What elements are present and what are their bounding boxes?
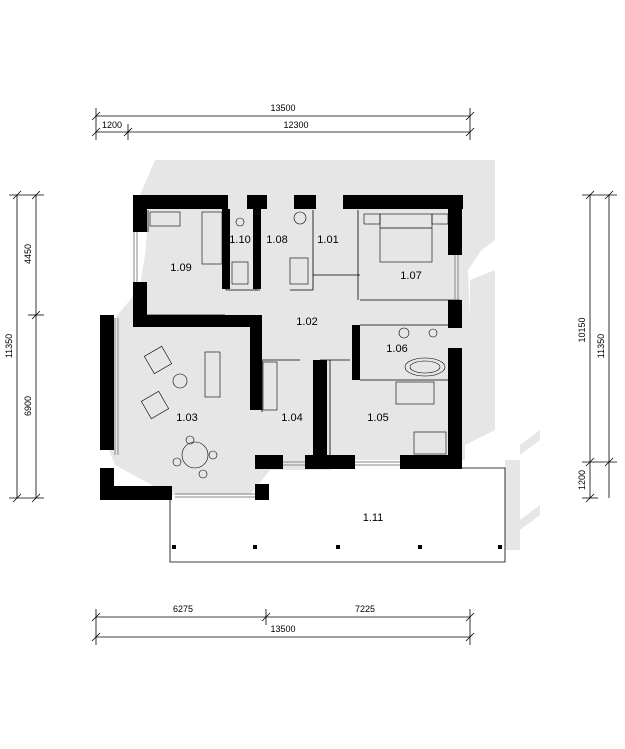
exterior-walls [100,195,463,500]
dim-left-total: 11350 [4,334,14,358]
dim-top-total: 13500 [270,103,295,113]
top-dimensions: 13500 1200 12300 [91,103,475,140]
furniture [140,211,449,479]
room-label-1-02: 1.02 [296,316,317,328]
room-label-1-11: 1.11 [363,512,384,524]
room-label-1-10: 1.10 [229,234,250,246]
bottom-dimensions: 6275 7225 13500 [91,604,475,645]
shadow-projection [105,160,540,550]
room-label-1-09: 1.09 [170,262,191,274]
dim-left-lower: 6900 [23,396,33,416]
room-label-1-06: 1.06 [386,343,407,355]
dim-bottom-left: 6275 [173,604,193,614]
dim-right-lower: 1200 [577,470,587,490]
dim-right-total: 11350 [596,334,606,358]
room-label-1-03: 1.03 [176,412,197,424]
room-label-1-01: 1.01 [317,234,338,246]
dim-bottom-right: 7225 [355,604,375,614]
dim-top-left: 1200 [102,120,122,130]
dim-right-upper: 10150 [577,317,587,342]
room-label-1-04: 1.04 [281,412,302,424]
room-label-1-05: 1.05 [367,412,388,424]
terrace [169,467,506,563]
dim-top-right: 12300 [283,120,308,130]
room-label-1-08: 1.08 [266,234,287,246]
dim-left-upper: 4450 [23,244,33,264]
dim-bottom-total: 13500 [270,624,295,634]
windows [114,232,459,498]
left-dimensions: 11350 4450 6900 [4,190,44,503]
right-dimensions: 10150 11350 1200 [577,190,617,503]
room-labels: 1.01 1.02 1.03 1.04 1.05 1.06 1.07 1.08 … [170,234,421,524]
room-label-1-07: 1.07 [400,270,421,282]
